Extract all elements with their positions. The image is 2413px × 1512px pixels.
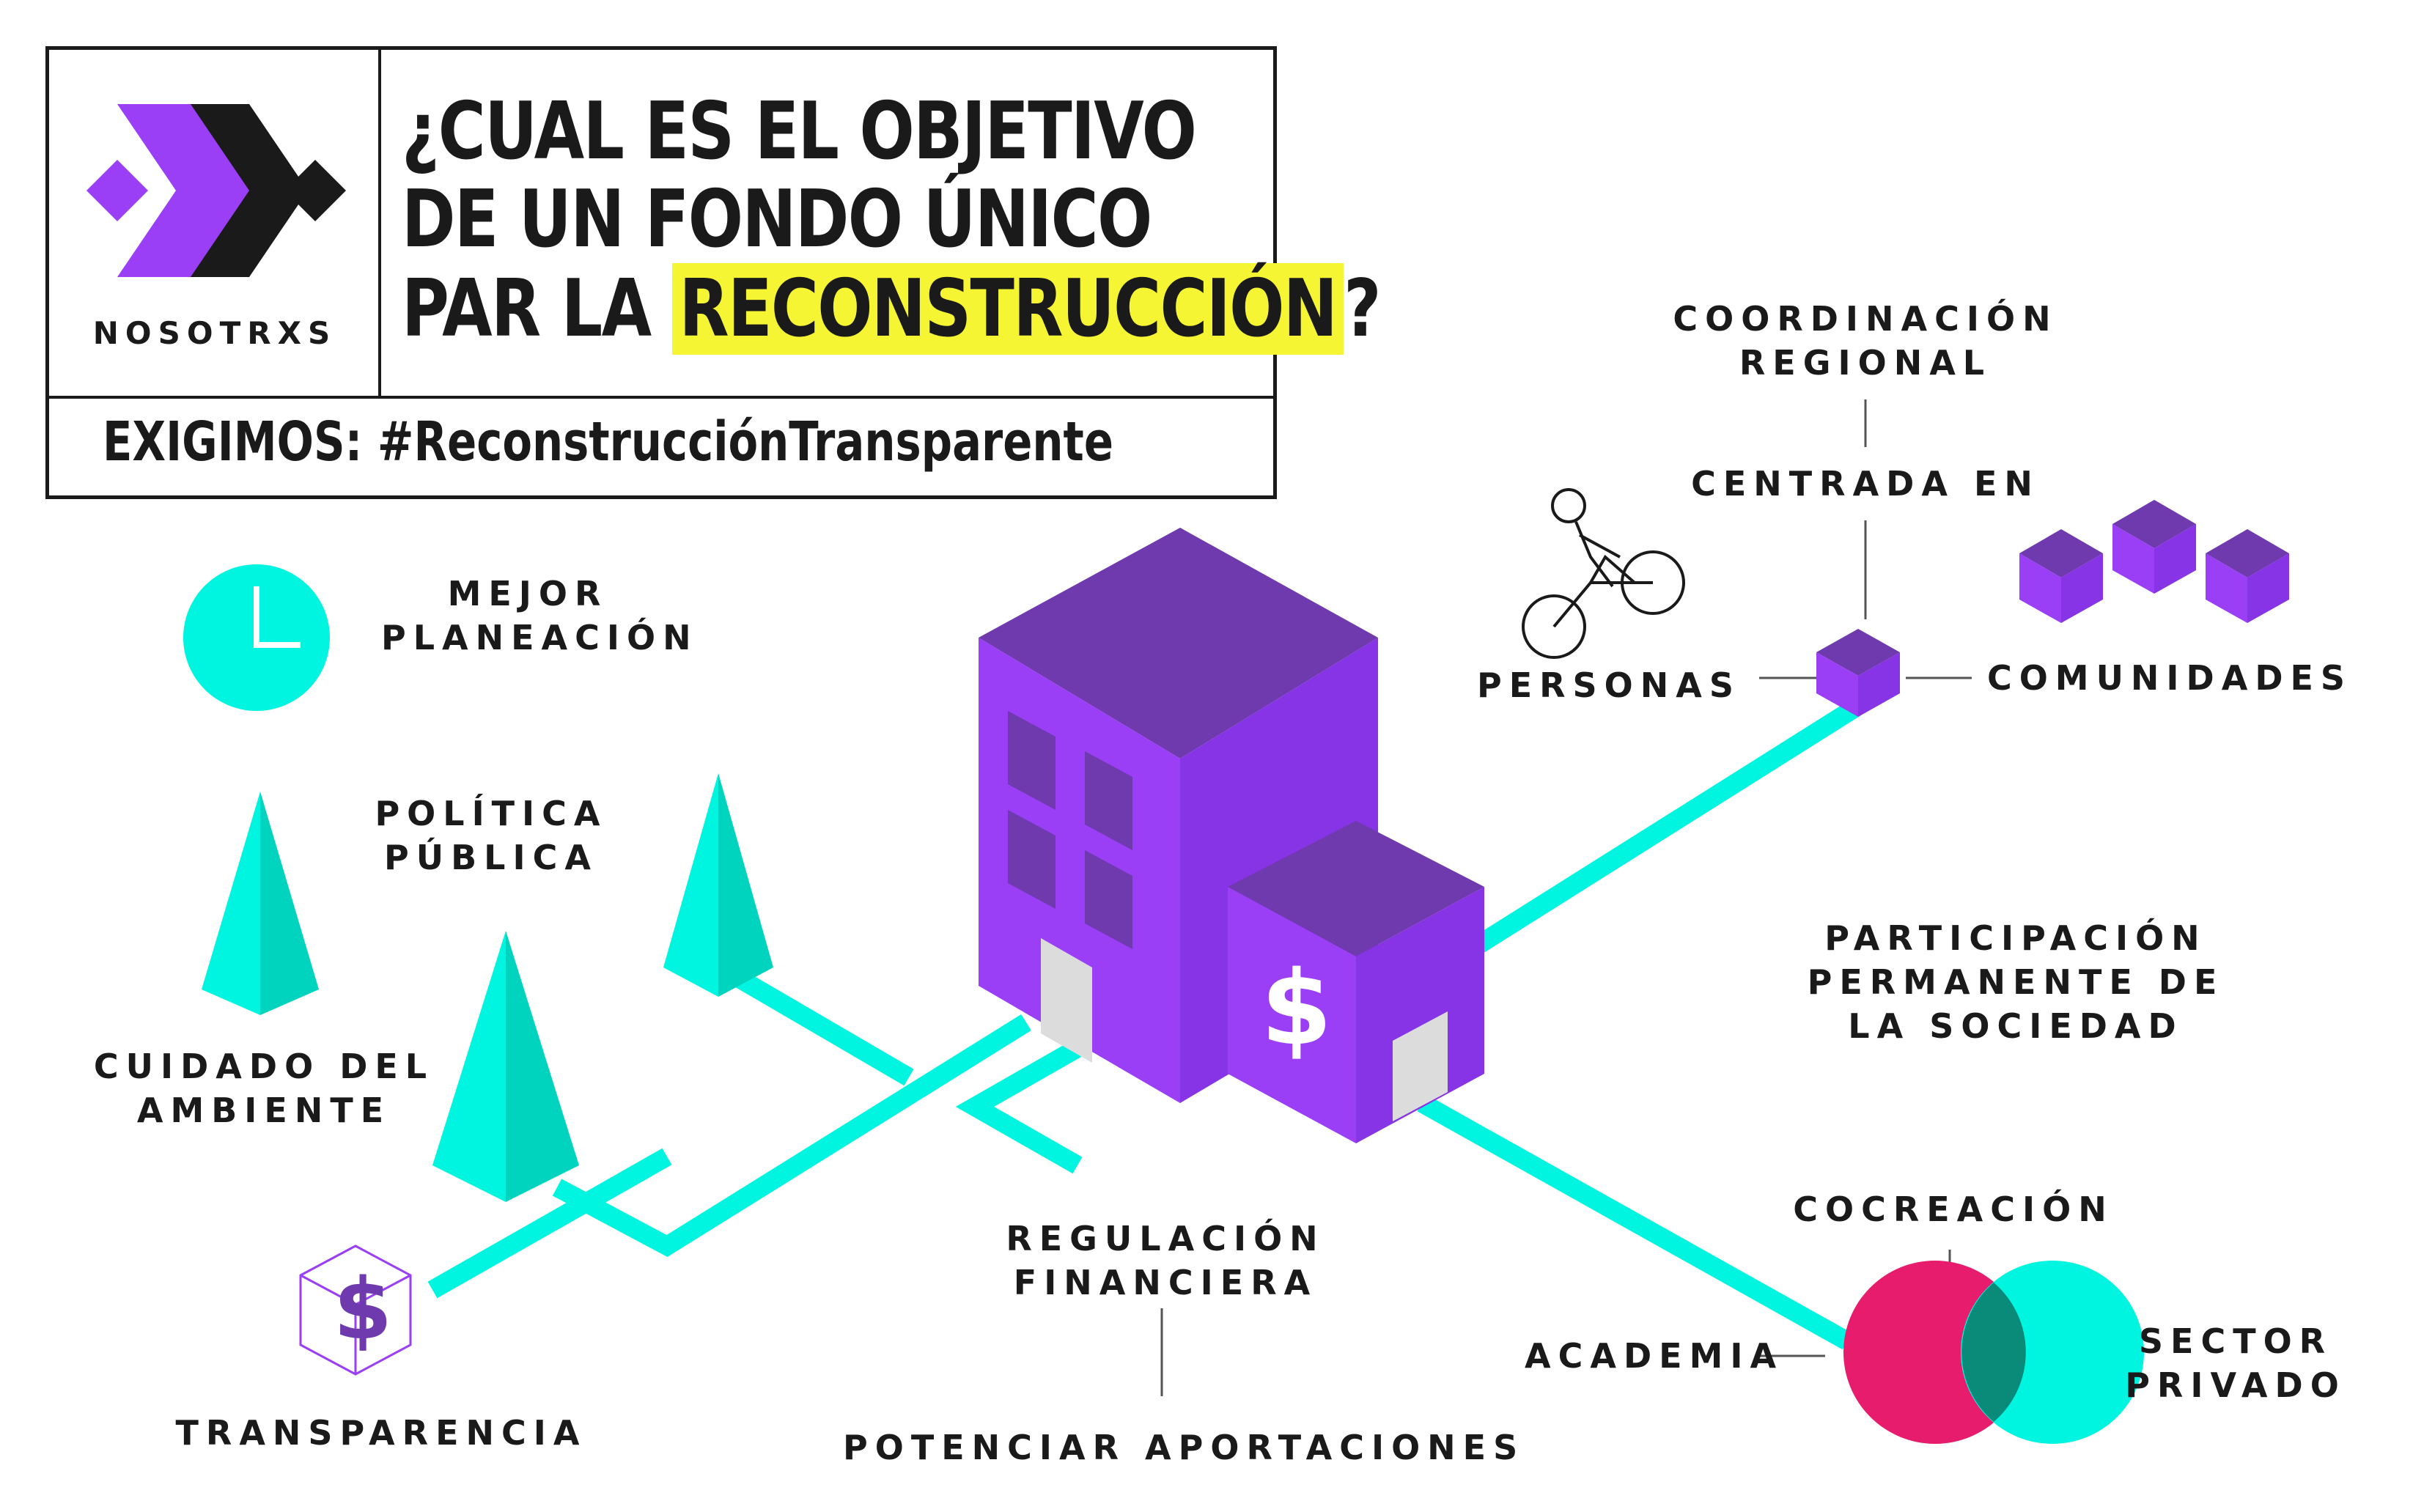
cube-icon: [2206, 529, 2289, 623]
label-academia: ACADEMIA: [1525, 1336, 1784, 1376]
label-potenciar-aportaciones: POTENCIAR APORTACIONES: [843, 1428, 1525, 1467]
title-prefix: PAR LA: [402, 263, 652, 355]
venn-icon: [1843, 1261, 2144, 1444]
cube-icon: [1816, 629, 1900, 717]
building-icon: [1228, 821, 1484, 1143]
title-line-2: DE UN FONDO ÚNICO: [402, 174, 1152, 265]
title-line-1: ¿CUAL ES EL OBJETIVO: [402, 86, 1197, 177]
dollar-cube-icon: [299, 1244, 412, 1376]
label-comunidades: COMUNIDADES: [1986, 658, 2353, 698]
clock-icon: [183, 564, 330, 711]
cyclist-icon: [1522, 488, 1685, 659]
title-highlight: RECONSTRUCCIÓN: [671, 263, 1344, 355]
logo-icon: [86, 104, 346, 277]
connector-line: [728, 966, 914, 1086]
connector-line: [1461, 695, 1867, 962]
cube-icon: [2019, 529, 2103, 623]
dollar-sign: $: [334, 1261, 393, 1359]
demand-hashtag: EXIGIMOS: #ReconstrucciónTransparente: [103, 410, 1113, 473]
dollar-sign: $: [1261, 949, 1333, 1069]
label-personas: PERSONAS: [1476, 665, 1742, 705]
label-cocreacion: COCREACIÓN: [1793, 1190, 2114, 1229]
label-centrada-en: CENTRADA EN: [1691, 464, 2040, 504]
brand-name: NOSOTRXS: [92, 315, 337, 351]
connector-line: [1417, 1094, 1852, 1350]
label-transparencia: TRANSPARENCIA: [175, 1413, 587, 1453]
connector-line: [427, 1148, 672, 1299]
title-suffix: ?: [1344, 263, 1381, 355]
cube-icon: [2112, 500, 2196, 594]
connector-line: [552, 1014, 1031, 1258]
header-divider: [378, 46, 381, 398]
connector-line: [955, 1039, 1083, 1174]
tree-icon: [202, 792, 319, 1015]
header-divider: [45, 396, 1277, 399]
tree-icon: [663, 773, 773, 997]
title-line-3: PAR LA RECONSTRUCCIÓN?: [402, 263, 1381, 355]
tree-icon: [432, 931, 579, 1202]
